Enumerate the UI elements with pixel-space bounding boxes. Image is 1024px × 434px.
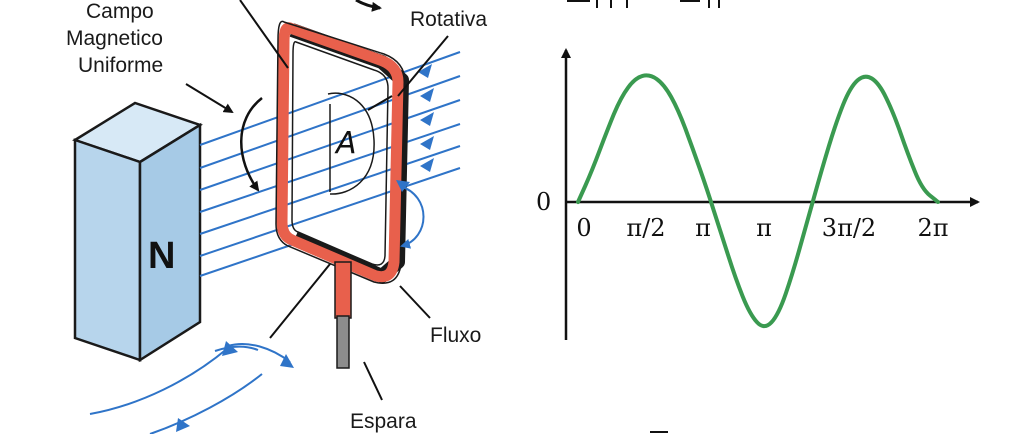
swirl-arrowheads	[176, 341, 294, 432]
x-tick-labels: 0 π/2 π π 3π/2 2π	[576, 214, 948, 242]
emf-chart: 0 0 π/2 π π 3π/2 2π	[536, 48, 980, 340]
top-arrow	[355, 0, 382, 12]
x-tick-label: π	[756, 214, 772, 242]
x-tick-label: π/2	[626, 214, 665, 242]
fluxo-label: Fluxo	[430, 324, 481, 347]
loop-stem-metal	[336, 315, 350, 369]
equation-fragment-glyphs	[596, 0, 720, 8]
magnet-front-face	[73, 138, 142, 362]
emf-curve	[576, 73, 941, 329]
x-tick-label: 0	[576, 214, 591, 242]
rotativa-leader	[397, 35, 449, 97]
x-tick-label: 3π/2	[822, 214, 876, 242]
loop-outer-outline	[275, 20, 406, 284]
field-arrowheads	[418, 64, 434, 172]
rotation-arrow	[240, 97, 263, 192]
loop-inner-outline	[291, 41, 389, 266]
rotating-loop: A	[275, 20, 409, 369]
flux-loop-arrowhead-top	[396, 180, 410, 192]
x-tick-label: 2π	[917, 214, 948, 242]
espara-label: Espara	[350, 410, 417, 433]
area-outline	[327, 92, 375, 195]
campo-label: Campo Magnetico Uniforme	[66, 0, 163, 77]
magnet: N	[72, 101, 203, 363]
flux-loop-arrow	[399, 185, 425, 249]
bottom-field-swirl	[89, 342, 291, 434]
loop-stem-red	[334, 261, 352, 319]
leader-lines	[239, 0, 431, 401]
rotativa-label: Rotativa	[410, 8, 487, 31]
magnet-side-face	[138, 122, 202, 363]
loop-body	[276, 22, 404, 283]
magnet-pole-label: N	[148, 235, 175, 277]
campo-pointer	[185, 83, 234, 114]
campo-label-line1: Campo	[86, 0, 154, 23]
campo-label-line3: Uniforme	[78, 54, 163, 77]
x-tick-label: π	[695, 214, 711, 242]
y-tick-label-0: 0	[536, 188, 551, 216]
area-label: A	[334, 126, 357, 161]
campo-label-line2: Magnetico	[66, 27, 163, 50]
